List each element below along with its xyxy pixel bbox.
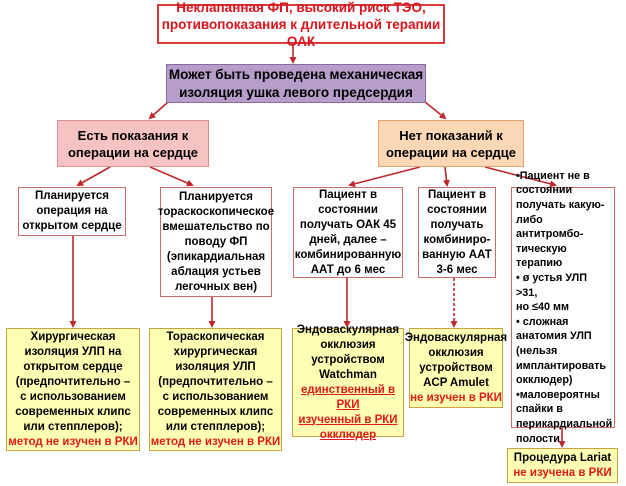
text-line: окклюдер): [516, 374, 573, 387]
condition-line-2: противопоказания к длительной терапии ОА…: [161, 16, 441, 49]
text-line: 3-6 мес: [436, 263, 478, 276]
no-line-1: Нет показаний к: [399, 127, 503, 143]
text-line: имплантировать: [516, 359, 607, 372]
planned-open-heart-box: Планируется операция на открытом сердце: [18, 187, 126, 236]
text-line: получать какую-: [516, 199, 605, 212]
text-line: современных клипс: [15, 405, 131, 418]
text-line: с использованием: [20, 390, 126, 403]
text-line: ААТ до 6 мес: [310, 263, 386, 276]
arrow-no-to-notherapy: [484, 166, 557, 188]
text-line: или степплеров);: [23, 420, 123, 433]
text-line: комбинированную: [294, 248, 402, 261]
text-line: открытом сердце: [22, 220, 122, 232]
text-line: Тораскопическая: [166, 330, 265, 343]
text-line: (предпочтительно –: [15, 375, 131, 388]
arrow-question-to-no: [424, 101, 447, 120]
text-line: устройством: [419, 361, 493, 374]
arrow-yes-to-open: [76, 166, 111, 186]
text-line: окклюзия: [320, 338, 376, 351]
text-line: легочных вен): [174, 280, 258, 293]
result-thoracoscopic-isolation-box: Тораскопическая хирургическая изоляция У…: [149, 328, 282, 451]
planned-thoracoscopic-box: Планируется тораскоскопическое вмешатель…: [157, 187, 275, 297]
text-line: Процедура Lariat: [513, 451, 612, 464]
text-line: Эндоваскулярная: [404, 331, 508, 344]
text-line: • сложная: [516, 315, 569, 328]
text-line: Планируется: [179, 190, 253, 203]
question-line-2: изоляция ушка левого предсердия: [179, 84, 413, 100]
text-line: дней, далее –: [309, 233, 387, 246]
text-line: поводу ФП: [184, 235, 248, 248]
studied-note: окклюдер: [319, 428, 377, 441]
indications-yes-box: Есть показания к операции на сердце: [57, 120, 209, 167]
yes-line-1: Есть показания к: [77, 127, 189, 143]
indications-no-box: Нет показаний к операции на сердце: [378, 120, 524, 167]
text-line: Пациент в: [318, 188, 378, 201]
text-line: состоянии: [318, 203, 378, 216]
arrow-question-to-yes: [148, 101, 169, 120]
not-studied-note: не изучена в РКИ: [513, 466, 612, 479]
text-line: с использованием: [162, 390, 269, 403]
text-line: устройством: [311, 353, 385, 366]
text-line: Пациент в: [427, 188, 487, 201]
text-line: состоянии: [427, 203, 487, 216]
condition-line-1: Неклапанная ФП, высокий риск ТЭО,: [176, 0, 426, 15]
text-line: состоянии: [516, 184, 573, 197]
text-line: (нельзя: [516, 344, 558, 357]
not-studied-note: не изучен в РКИ: [410, 391, 502, 404]
text-line: аблация устьев: [171, 265, 261, 278]
text-line: (эпикардиальная: [166, 250, 266, 263]
text-line: спайки в: [516, 403, 563, 416]
text-line: либо антитромбо-: [516, 213, 584, 241]
result-amulet-box: Эндоваскулярная окклюзия устройством ACP…: [405, 328, 507, 408]
text-line: но ≤40 мм: [516, 301, 570, 314]
yes-line-2: операции на сердце: [67, 144, 199, 160]
patient-oac-45-box: Пациент в состоянии получать ОАК 45 дней…: [293, 187, 403, 278]
result-watchman-box: Эндоваскулярная окклюзия устройством Wat…: [292, 324, 404, 441]
studied-note: единственный в РКИ: [300, 383, 396, 411]
patient-aat-3-6-box: Пациент в состоянии получать комбиниро- …: [418, 187, 496, 278]
text-line: полости: [516, 432, 560, 445]
text-line: Хирургическая: [30, 330, 116, 343]
text-line: или степплеров);: [165, 420, 266, 433]
text-line: хирургическая: [173, 345, 258, 358]
text-line: получать: [430, 218, 484, 231]
patient-no-therapy-box: •Пациент не в состоянии получать какую- …: [511, 170, 615, 445]
text-line: анатомия УЛП: [516, 330, 592, 343]
text-line: Watchman: [319, 368, 377, 381]
not-studied-note: метод не изучен в РКИ: [150, 435, 281, 448]
studied-note: изученный в РКИ: [298, 413, 398, 426]
text-line: Планируется: [35, 190, 109, 202]
text-line: перикардиальной: [516, 417, 613, 430]
text-line: изоляция УЛП на: [24, 345, 122, 358]
text-line: Эндоваскулярная: [296, 323, 400, 336]
text-line: получать ОАК 45: [299, 218, 397, 231]
no-line-2: операции на сердце: [385, 144, 517, 160]
text-line: (предпочтительно –: [158, 375, 273, 388]
not-studied-note: метод не изучен в РКИ: [8, 435, 138, 448]
text-line: вмешательство по: [162, 220, 270, 233]
text-line: ванную ААТ: [422, 248, 492, 261]
text-line: комбиниро-: [423, 233, 491, 246]
text-line: современных клипс: [157, 405, 274, 418]
text-line: •Пациент не в: [516, 169, 590, 182]
question-line-1: Может быть проведена механическая: [168, 66, 424, 82]
text-line: открытом сердце: [23, 360, 123, 373]
arrow-no-to-36: [442, 166, 450, 187]
result-surgical-isolation-box: Хирургическая изоляция УЛП на открытом с…: [6, 328, 140, 451]
arrow-yes-to-thoraco: [149, 166, 194, 187]
text-line: тическую терапию: [516, 242, 567, 270]
text-line: изоляция УЛП: [175, 360, 256, 373]
text-line: ACP Amulet: [423, 376, 489, 389]
text-line: •маловероятны: [516, 388, 600, 401]
text-line: операция на: [36, 205, 108, 217]
condition-box: Неклапанная ФП, высокий риск ТЭО, против…: [157, 0, 445, 49]
question-box: Может быть проведена механическая изоляц…: [166, 64, 426, 103]
text-line: • ø устья УЛП >31,: [516, 272, 587, 299]
result-lariat-box: Процедура Lariat не изучена в РКИ: [507, 448, 618, 483]
arrow-no-to-45: [348, 166, 421, 188]
text-line: окклюзия: [428, 346, 484, 359]
text-line: тораскоскопическое: [157, 205, 275, 218]
